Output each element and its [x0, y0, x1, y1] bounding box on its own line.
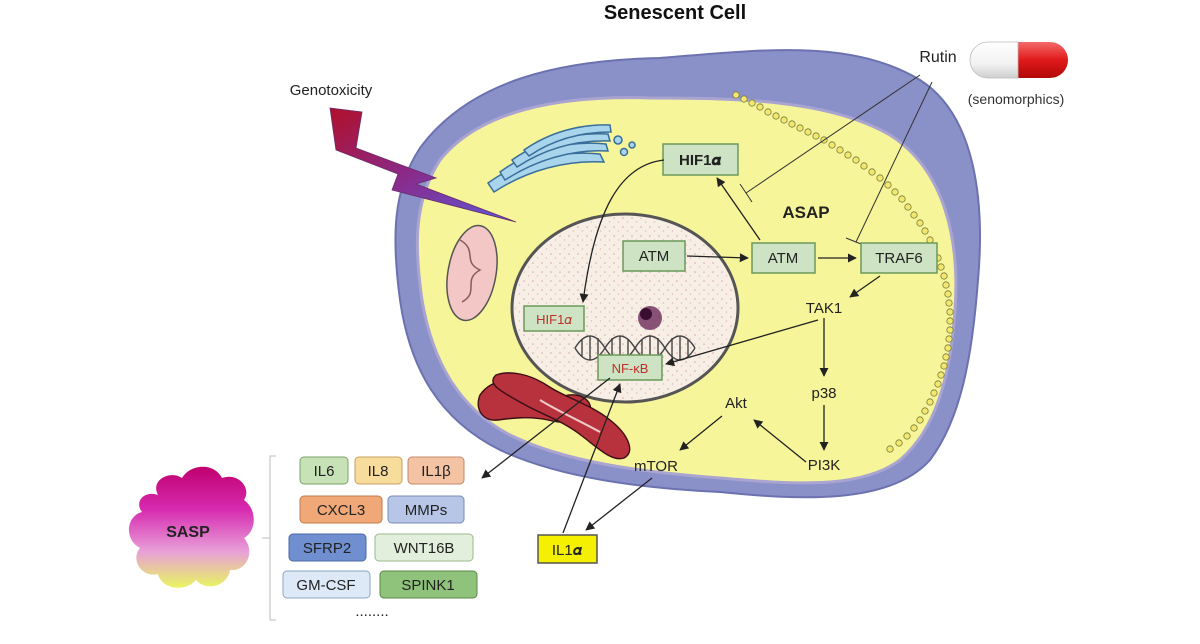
- factor-il1b-box: [407, 456, 465, 485]
- node-atm-cyto-label: ATM: [768, 250, 799, 267]
- arrow-pi3k-to-akt: [753, 419, 807, 463]
- arrow-atm-to-hif1a: [716, 177, 761, 241]
- pill-icon: [969, 41, 1068, 79]
- membrane-beads: [732, 91, 954, 453]
- genotoxicity-label: Genotoxicity: [290, 82, 373, 99]
- factor-spink1: SPINK1: [401, 577, 454, 594]
- factor-il8-box: [354, 456, 403, 485]
- node-il1a-label: IL1𝜶: [552, 542, 583, 559]
- factor-gmcsf: GM-CSF: [296, 577, 355, 594]
- diagram-title: Senescent Cell: [604, 2, 746, 24]
- arrow-mtor-to-il1a: [585, 477, 653, 531]
- node-traf6-label: TRAF6: [875, 250, 923, 267]
- factor-wnt16b: WNT16B: [394, 540, 455, 557]
- node-traf6: [860, 242, 938, 274]
- factor-il8: IL8: [368, 463, 389, 480]
- arrow-akt-to-mtor: [679, 415, 723, 451]
- node-nfkb-label: NF-κB: [612, 361, 649, 376]
- node-pi3k: PI3K: [808, 457, 841, 474]
- arrow-nfkb-to-sasp: [481, 377, 611, 479]
- factor-il6-box: [299, 456, 349, 485]
- node-hif1a-nucleus: [523, 305, 585, 332]
- node-atm-cyto: [751, 242, 816, 274]
- factor-sfrp2: SFRP2: [303, 540, 351, 557]
- pathway-nodes: HIF1𝜶 ASAP ATM ATM TRAF6 TAK1 p38 PI3K A…: [523, 143, 938, 564]
- senomorphics-label: (senomorphics): [968, 91, 1064, 107]
- node-atm-nucleus-label: ATM: [639, 248, 670, 265]
- node-tak1: TAK1: [806, 300, 842, 317]
- factor-sfrp2-box: [288, 533, 367, 562]
- sasp-factor-list: IL6 IL8 IL1β CXCL3 MMPs SFRP2 WNT16B GM-…: [282, 456, 478, 620]
- factor-cxcl3-box: [299, 495, 383, 524]
- node-mtor: mTOR: [634, 458, 678, 475]
- arrow-hif1a-to-nucleus: [579, 159, 665, 303]
- genotoxicity-lightning: [329, 107, 517, 223]
- node-p38: p38: [811, 385, 836, 402]
- node-hif1a-cyto: [662, 143, 739, 176]
- pathway-arrows: [481, 159, 881, 534]
- factor-wnt16b-box: [374, 533, 474, 562]
- sasp-bracket: [262, 455, 276, 621]
- factor-more: ........: [355, 603, 388, 620]
- factor-mmps-box: [387, 495, 465, 524]
- factor-cxcl3: CXCL3: [317, 502, 365, 519]
- factor-spink1-box: [379, 570, 478, 599]
- arrow-tak1-to-nfkb: [665, 319, 819, 367]
- node-hif1a-nucleus-label: HIF1𝛼: [536, 312, 572, 327]
- node-nfkb: [597, 354, 663, 381]
- node-hif1a-cyto-label: HIF1𝜶: [679, 152, 722, 169]
- sasp-cloud: SASP: [128, 466, 254, 588]
- arrow-atm-to-atm: [686, 253, 749, 263]
- golgi-apparatus: [486, 124, 636, 194]
- arrow-traf6-to-tak1: [849, 275, 881, 298]
- sasp-label: SASP: [166, 524, 210, 541]
- node-atm-nucleus: [622, 240, 686, 272]
- factor-gmcsf-box: [282, 570, 371, 599]
- mitochondrion: [446, 224, 498, 322]
- rutin-label: Rutin: [919, 49, 956, 66]
- factor-il6: IL6: [314, 463, 335, 480]
- factor-il1b: IL1β: [421, 463, 451, 480]
- asap-label: ASAP: [782, 203, 829, 222]
- arrow-il1a-to-nfkb: [562, 383, 622, 534]
- node-il1a: [537, 534, 598, 564]
- node-akt: Akt: [725, 395, 748, 412]
- factor-mmps: MMPs: [405, 502, 448, 519]
